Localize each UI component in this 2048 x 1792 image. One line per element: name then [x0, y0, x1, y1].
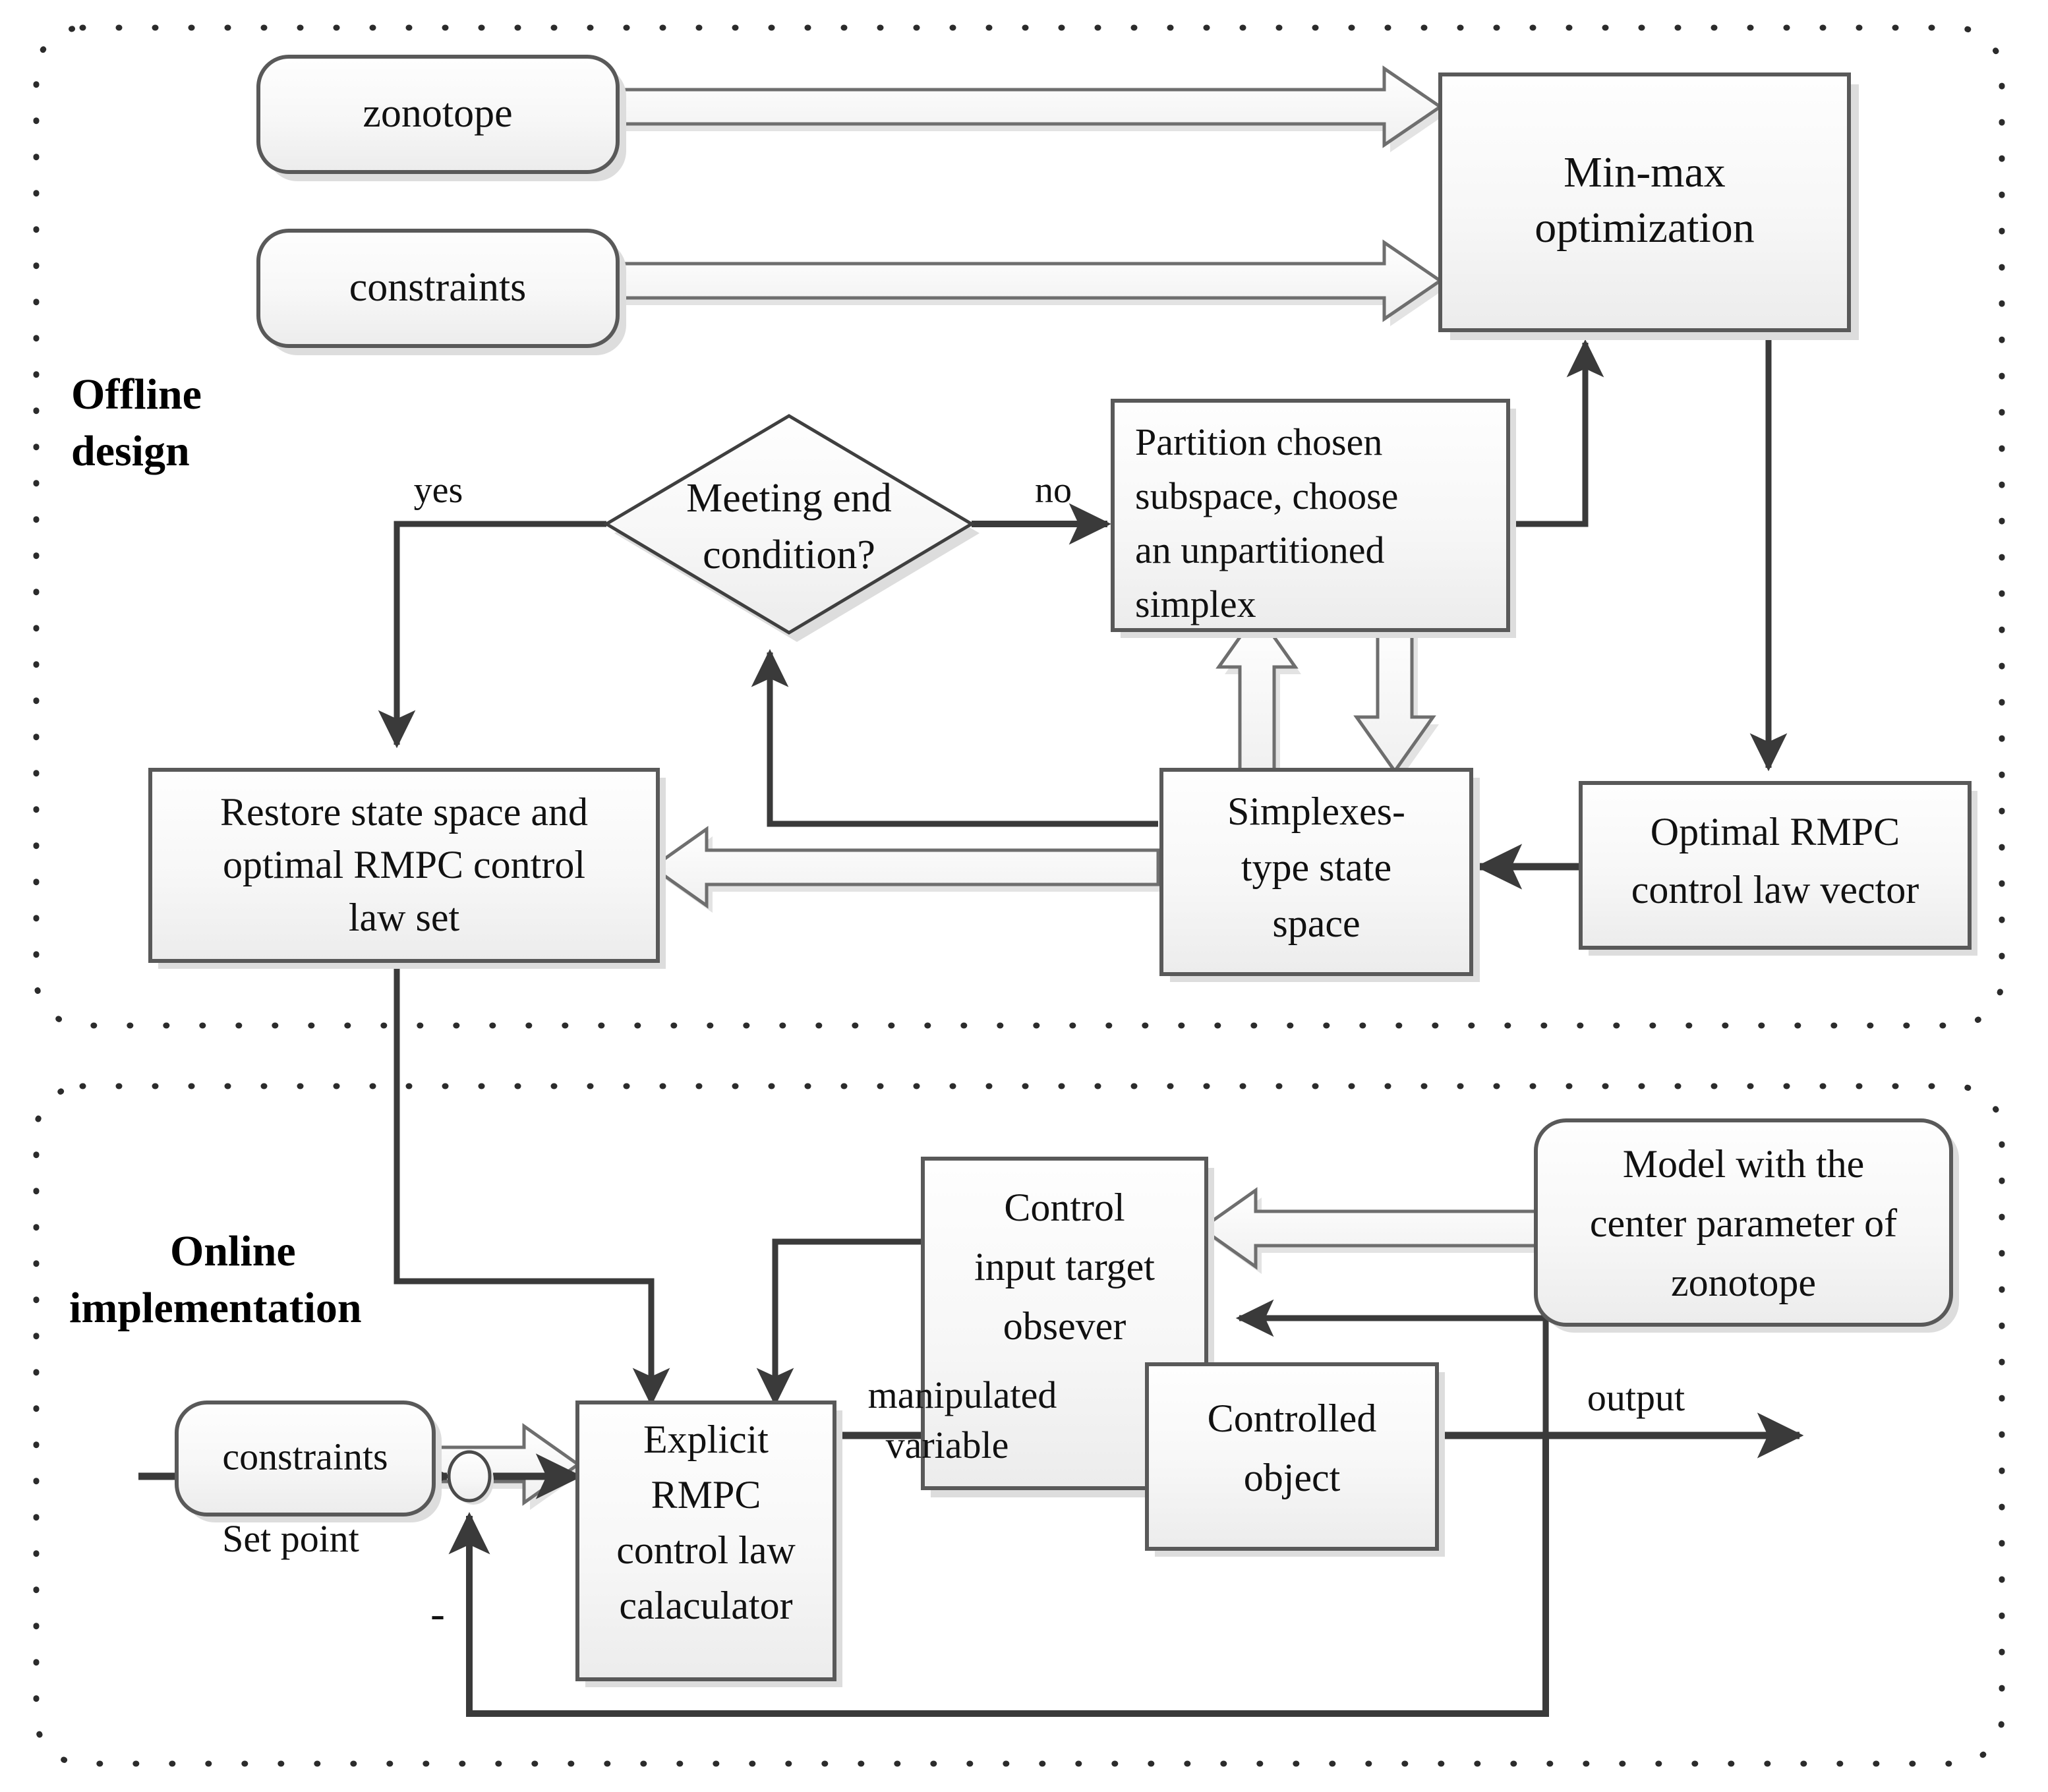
node-constraints-offline[interactable]: constraints	[256, 229, 620, 348]
node-model-line3: zonotope	[1671, 1261, 1816, 1304]
node-simplexes-line1: Simplexes-	[1227, 790, 1405, 833]
node-calculator-line4: calaculator	[619, 1584, 792, 1627]
node-sum-junction[interactable]	[447, 1450, 494, 1505]
node-calculator-line2: RMPC	[651, 1473, 761, 1517]
node-observer-line3: obsever	[1003, 1304, 1126, 1348]
node-controlled-object[interactable]: Controlled object	[1145, 1362, 1439, 1551]
edge-label-variable: variable	[886, 1424, 1009, 1466]
node-constraints-online[interactable]: constraints	[175, 1401, 436, 1517]
node-zonotope-label: zonotope	[363, 91, 512, 136]
node-explicit-rmpc-calculator[interactable]: Explicit RMPC control law calaculator	[575, 1401, 836, 1681]
node-partition-line3: an unpartitioned	[1135, 529, 1385, 571]
node-plant-line2: object	[1244, 1456, 1341, 1499]
edge-label-output: output	[1587, 1376, 1685, 1419]
edge-output-feedback-to-sum	[448, 1435, 1549, 1717]
node-partition-line4: simplex	[1135, 583, 1256, 625]
edge-label-set-point: Set point	[222, 1517, 359, 1560]
node-decision-meeting-end-condition[interactable]: Meeting end condition?	[603, 414, 980, 642]
online-section-label-line1: Online	[170, 1227, 296, 1275]
node-restore-state-space[interactable]: Restore state space and optimal RMPC con…	[148, 768, 660, 963]
node-constraints-online-label: constraints	[222, 1435, 388, 1478]
node-restore-line2: optimal RMPC control	[223, 843, 585, 886]
node-optimal-vector-line2: control law vector	[1631, 868, 1919, 911]
online-section-label-line2: implementation	[69, 1284, 362, 1332]
edge-label-no: no	[1035, 470, 1072, 511]
node-observer-line2: input target	[974, 1245, 1155, 1288]
edge-model-to-observer	[1198, 1187, 1542, 1274]
node-simplexes-line3: space	[1272, 902, 1360, 945]
node-simplexes-line2: type state	[1241, 846, 1391, 889]
node-optimal-vector-line1: Optimal RMPC	[1651, 810, 1900, 853]
edge-decision-yes-to-restore	[378, 521, 606, 749]
node-constraints-offline-label: constraints	[349, 265, 527, 310]
node-partition-line1: Partition chosen	[1135, 420, 1382, 463]
node-optimal-rmpc-control-law-vector[interactable]: Optimal RMPC control law vector	[1579, 781, 1972, 950]
node-decision-line2: condition?	[703, 533, 875, 577]
node-partition-line2: subspace, choose	[1135, 475, 1398, 517]
node-observer-line1: Control	[1004, 1186, 1125, 1229]
edge-simplexes-to-restore	[649, 826, 1164, 913]
edge-zonotope-to-minmax	[614, 65, 1446, 152]
node-minmax-line1: Min-max	[1564, 148, 1726, 196]
edge-restore-to-calculator	[394, 949, 670, 1406]
edge-constraints-to-minmax	[614, 239, 1446, 326]
node-restore-line1: Restore state space and	[220, 790, 588, 834]
node-restore-line3: law set	[349, 896, 460, 939]
node-model-line2: center parameter of	[1590, 1201, 1897, 1245]
edge-partition-to-minmax	[1516, 339, 1604, 527]
node-plant-line1: Controlled	[1208, 1397, 1377, 1440]
edge-label-minus: -	[430, 1590, 445, 1638]
node-model-center-parameter-zonotope[interactable]: Model with the center parameter of zonot…	[1534, 1118, 1953, 1327]
node-calculator-line1: Explicit	[643, 1418, 769, 1461]
node-zonotope[interactable]: zonotope	[256, 55, 620, 174]
offline-section-label-line1: Offline	[71, 370, 202, 419]
node-calculator-line3: control law	[616, 1528, 796, 1572]
node-partition-chosen-subspace[interactable]: Partition chosen subspace, choose an unp…	[1111, 399, 1510, 632]
edge-simplexes-to-partition	[1215, 610, 1301, 778]
offline-section-label-line2: design	[71, 427, 190, 475]
node-minmax-line2: optimization	[1535, 204, 1755, 252]
edge-observer-to-calculator	[756, 1238, 923, 1406]
edge-simplexes-to-decision	[751, 649, 1158, 827]
edge-label-manipulated: manipulated	[868, 1373, 1057, 1416]
node-decision-line1: Meeting end	[686, 476, 892, 521]
node-simplexes-type-state-space[interactable]: Simplexes- type state space	[1159, 768, 1473, 976]
node-minmax-optimization[interactable]: Min-max optimization	[1438, 72, 1851, 332]
edge-label-yes: yes	[414, 470, 463, 511]
node-model-line1: Model with the	[1623, 1142, 1865, 1186]
